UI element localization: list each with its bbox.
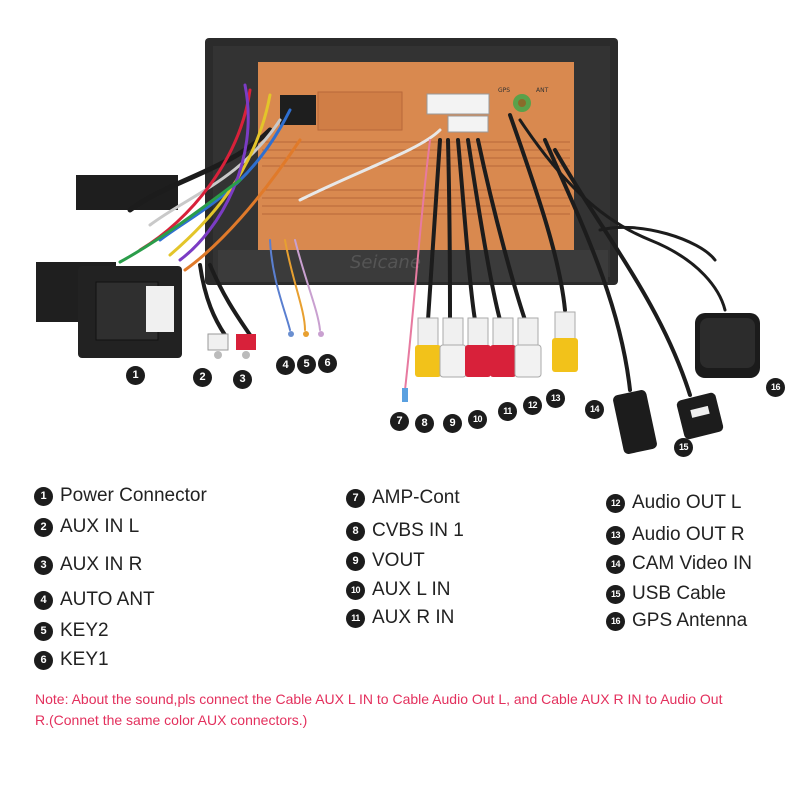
wire-tips: [288, 331, 408, 402]
wiring-diagram: Seicane ANT GPS: [36, 38, 785, 457]
ant-label: ANT: [536, 87, 549, 94]
wiring-illustration: Seicane ANT GPS: [36, 38, 760, 454]
sound-note: Note: About the sound,pls connect the Ca…: [35, 691, 723, 728]
wire-bundle: [118, 83, 727, 397]
callout-10: 10: [468, 410, 487, 429]
callout-12: 12: [523, 396, 542, 415]
callout-4: 4: [276, 356, 295, 375]
callout-7: 7: [390, 412, 409, 431]
callout-11: 11: [498, 402, 517, 421]
gps-label: GPS: [498, 87, 510, 94]
callout-14: 14: [585, 400, 604, 419]
callout-1: 1: [126, 366, 145, 385]
callout-2: 2: [193, 368, 212, 387]
callout-3: 3: [233, 370, 252, 389]
aux-in-plugs: [207, 333, 256, 359]
usb-plugs: [613, 390, 724, 454]
callout-8: 8: [415, 414, 434, 433]
callout-5: 5: [297, 355, 316, 374]
power-connector: [36, 175, 182, 358]
callout-13: 13: [546, 389, 565, 408]
gps-antenna: [695, 313, 760, 378]
callout-9: 9: [443, 414, 462, 433]
callout-15: 15: [674, 438, 693, 457]
callout-6: 6: [318, 354, 337, 373]
head-unit-back: Seicane ANT GPS: [205, 38, 618, 285]
brand-watermark: Seicane: [350, 252, 421, 273]
callout-16: 16: [766, 378, 785, 397]
rca-connectors: [415, 311, 578, 378]
